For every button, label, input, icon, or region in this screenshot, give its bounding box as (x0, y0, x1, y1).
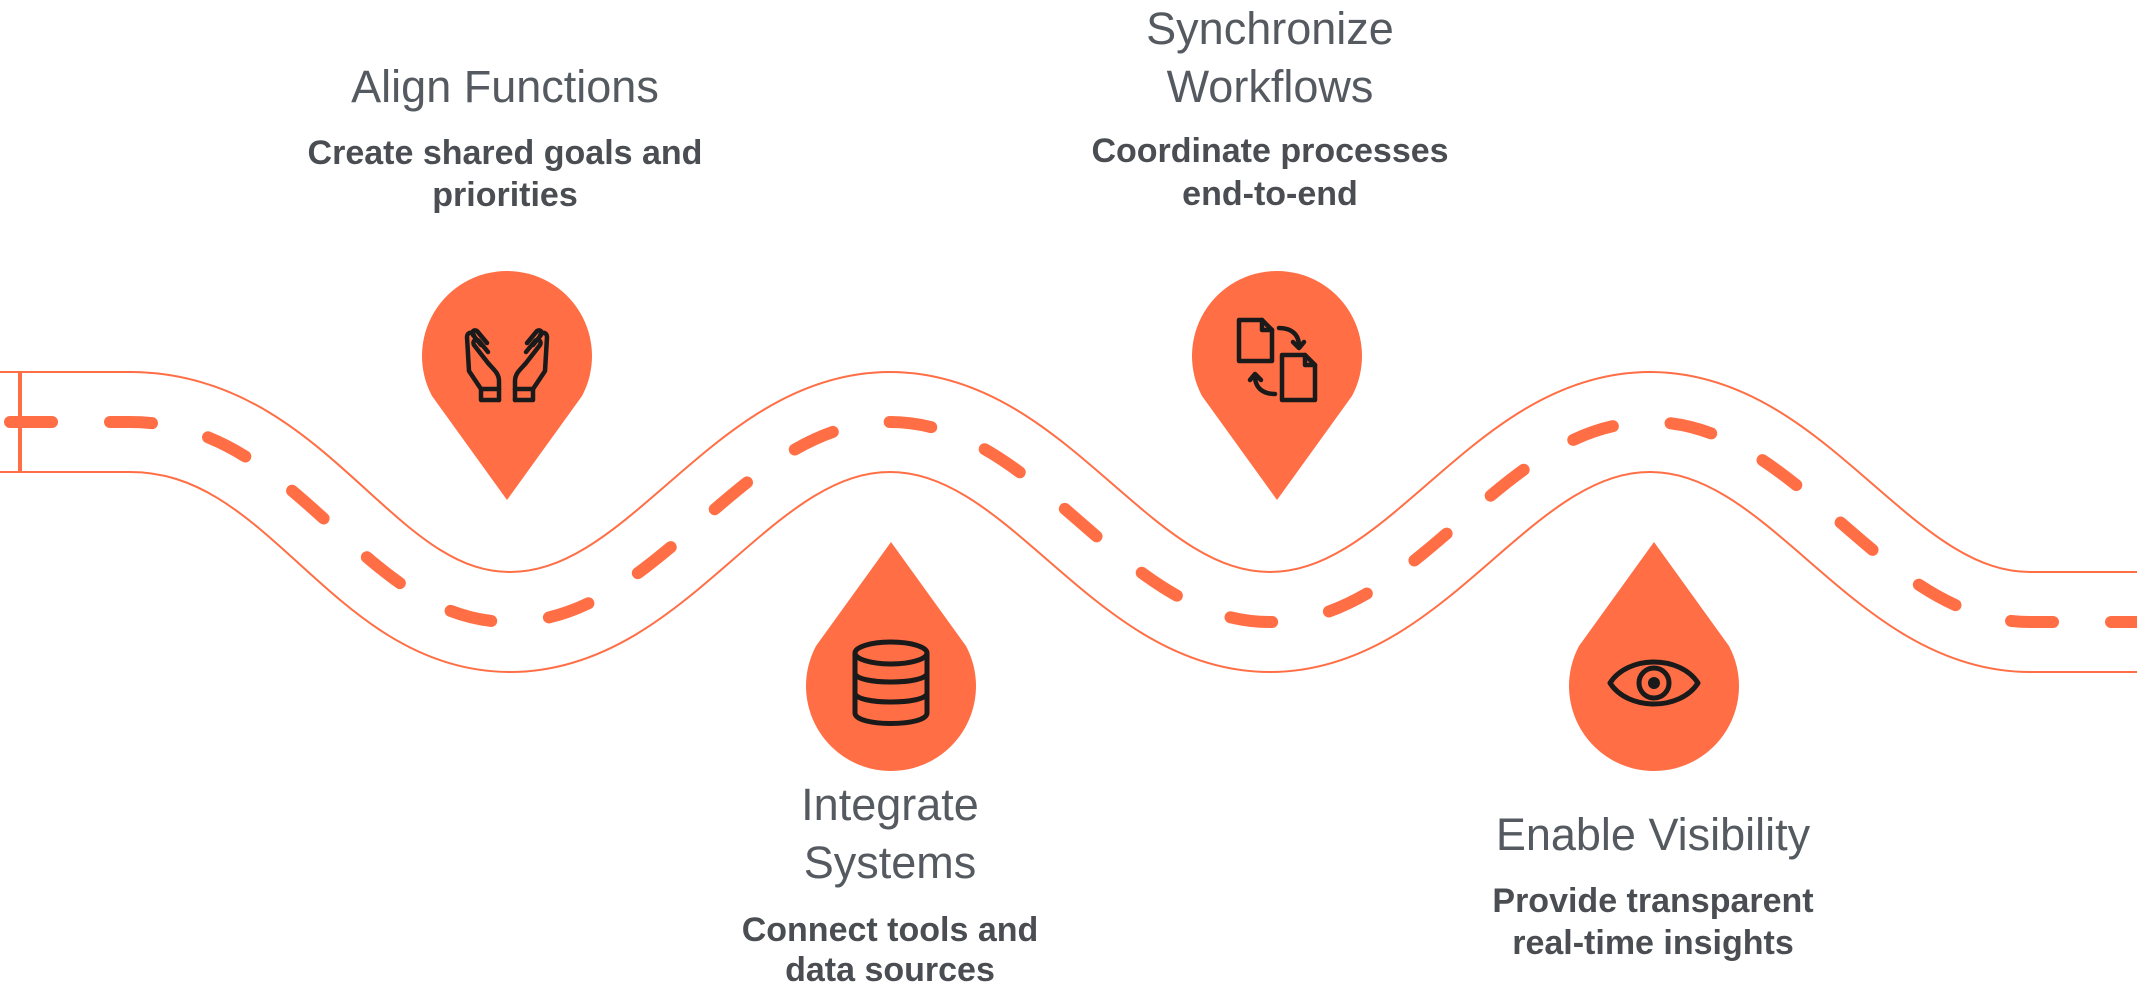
database-icon (852, 639, 930, 726)
step-description: Connect tools and data sources (741, 911, 1039, 989)
step-synchronize-workflows: Synchronize Workflows Coordinate process… (1060, 0, 1480, 216)
pin-marker-2 (806, 542, 977, 772)
step-enable-visibility: Enable Visibility Provide transparent re… (1443, 806, 1863, 964)
pin-marker-3 (1192, 270, 1362, 500)
step-title: Align Functions (351, 61, 659, 112)
step-title: Synchronize Workflows (1146, 3, 1394, 112)
step-integrate-systems: Integrate Systems Connect tools and data… (680, 776, 1100, 990)
step-description: Provide transparent real-time insights (1492, 882, 1814, 962)
step-title: Enable Visibility (1495, 809, 1811, 860)
step-description: Coordinate processes end-to-end (1091, 132, 1449, 213)
road-start-cap (18, 371, 22, 473)
step-title: Integrate Systems (801, 779, 979, 888)
open-hands-icon (464, 328, 550, 403)
document-sync-icon (1236, 317, 1318, 403)
pin-marker-1 (421, 270, 592, 500)
pin-marker-4 (1569, 542, 1740, 772)
step-description: Create shared goals and priorities (307, 134, 703, 214)
step-align-functions: Align Functions Create shared goals and … (295, 58, 715, 216)
eye-icon (1607, 659, 1701, 707)
